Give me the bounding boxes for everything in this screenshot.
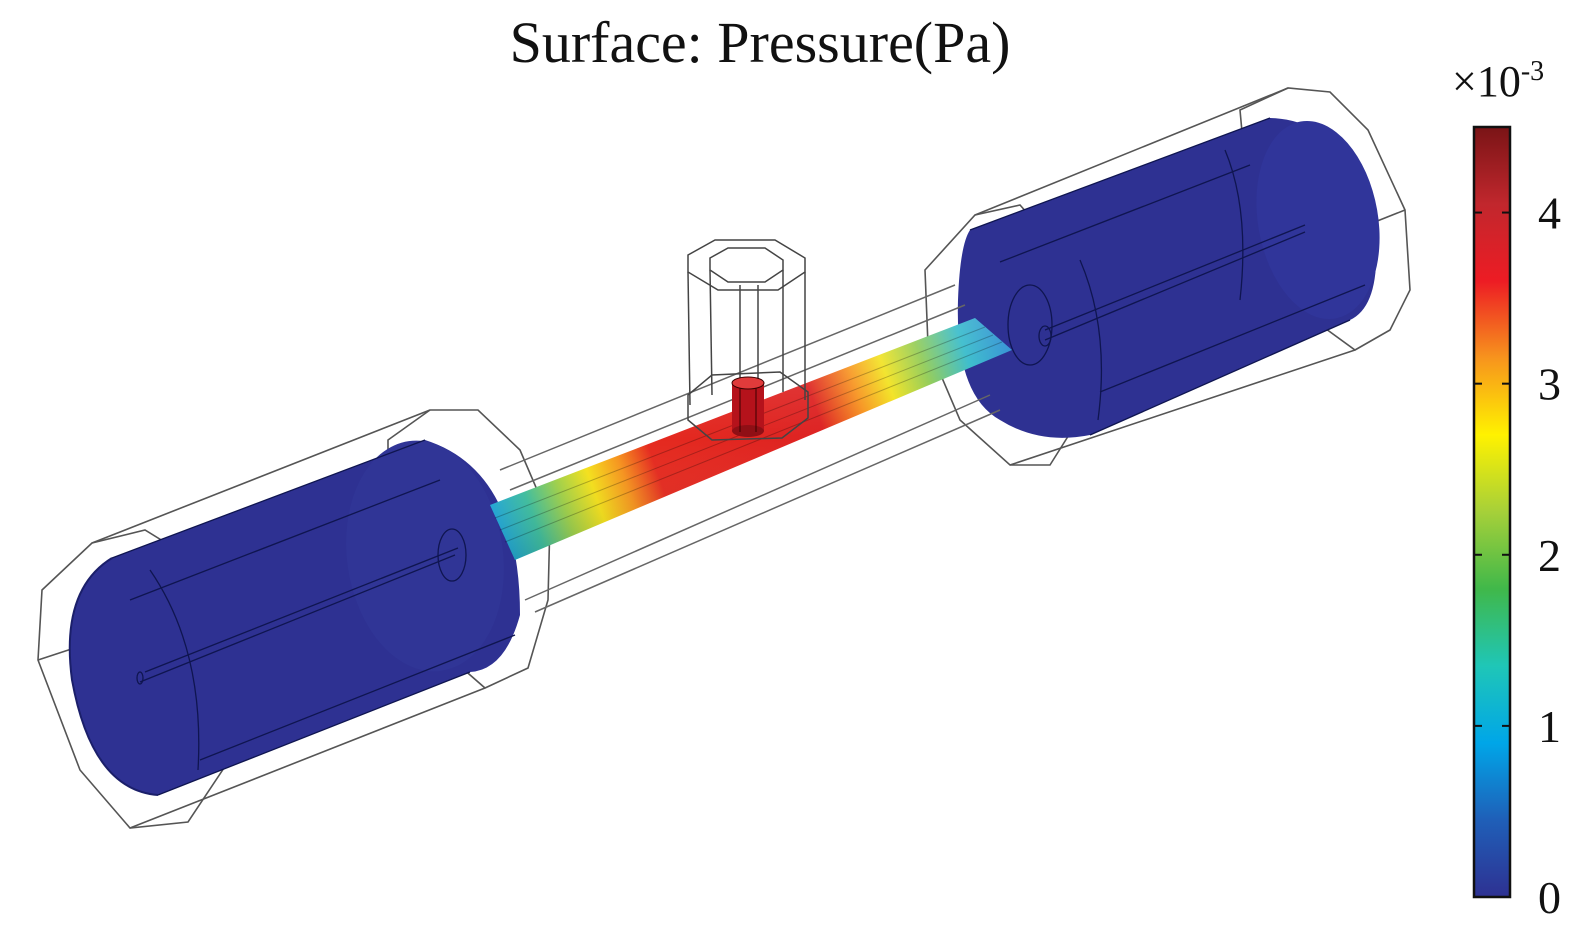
colorbar-tick-label: 2 xyxy=(1538,530,1561,581)
left-cylinder xyxy=(68,439,520,796)
inlet-wireframe xyxy=(687,239,809,441)
colorbar-tick-label: 1 xyxy=(1538,701,1561,752)
pipe-wireframe xyxy=(499,284,1001,613)
colorbar-ticks: 0 1 2 3 4 xyxy=(1474,188,1561,923)
colorbar-tick-label: 4 xyxy=(1538,188,1561,239)
colorbar-bar xyxy=(1472,125,1512,899)
colorbar-tick-label: 3 xyxy=(1538,359,1561,410)
colorbar: ×10-3 0 1 2 3 4 xyxy=(1452,56,1561,923)
inlet-red-stub xyxy=(731,376,765,437)
right-cylinder xyxy=(957,117,1380,438)
colorbar-multiplier: ×10-3 xyxy=(1452,56,1544,106)
colorbar-tick-label: 0 xyxy=(1538,872,1561,923)
plot-title: Surface: Pressure(Pa) xyxy=(509,10,1011,75)
